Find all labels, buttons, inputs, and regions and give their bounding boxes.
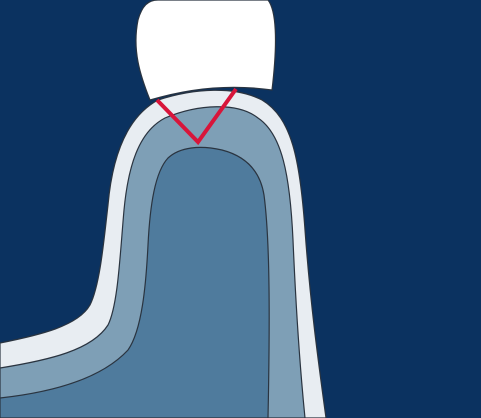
crown-shape [135,0,277,101]
inner-core [0,146,270,418]
v-mark [155,87,238,146]
